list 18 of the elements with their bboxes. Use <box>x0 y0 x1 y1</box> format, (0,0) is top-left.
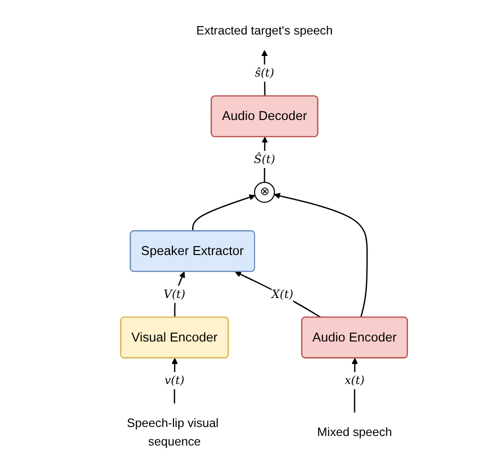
arrow <box>174 272 185 318</box>
node-circle: ⊗ <box>254 182 275 203</box>
edge-label: X(t) <box>272 287 294 301</box>
edge-label: v(t) <box>164 374 184 388</box>
arrow <box>262 136 268 182</box>
arrow <box>274 192 368 318</box>
edge-label: x(t) <box>344 374 364 388</box>
node-text: Speech-lip visual sequence <box>126 416 219 448</box>
edge-label: Ŝ(t) <box>254 152 276 166</box>
arrow <box>352 358 358 413</box>
arrow <box>172 358 178 404</box>
node-text: Extracted target's speech <box>196 24 333 38</box>
edge-label: ŝ(t) <box>254 66 274 80</box>
arrow <box>261 50 268 96</box>
arrow <box>192 194 256 232</box>
node-text: Mixed speech <box>317 425 392 439</box>
arrow <box>234 271 322 318</box>
edge-label: V(t) <box>164 287 186 301</box>
